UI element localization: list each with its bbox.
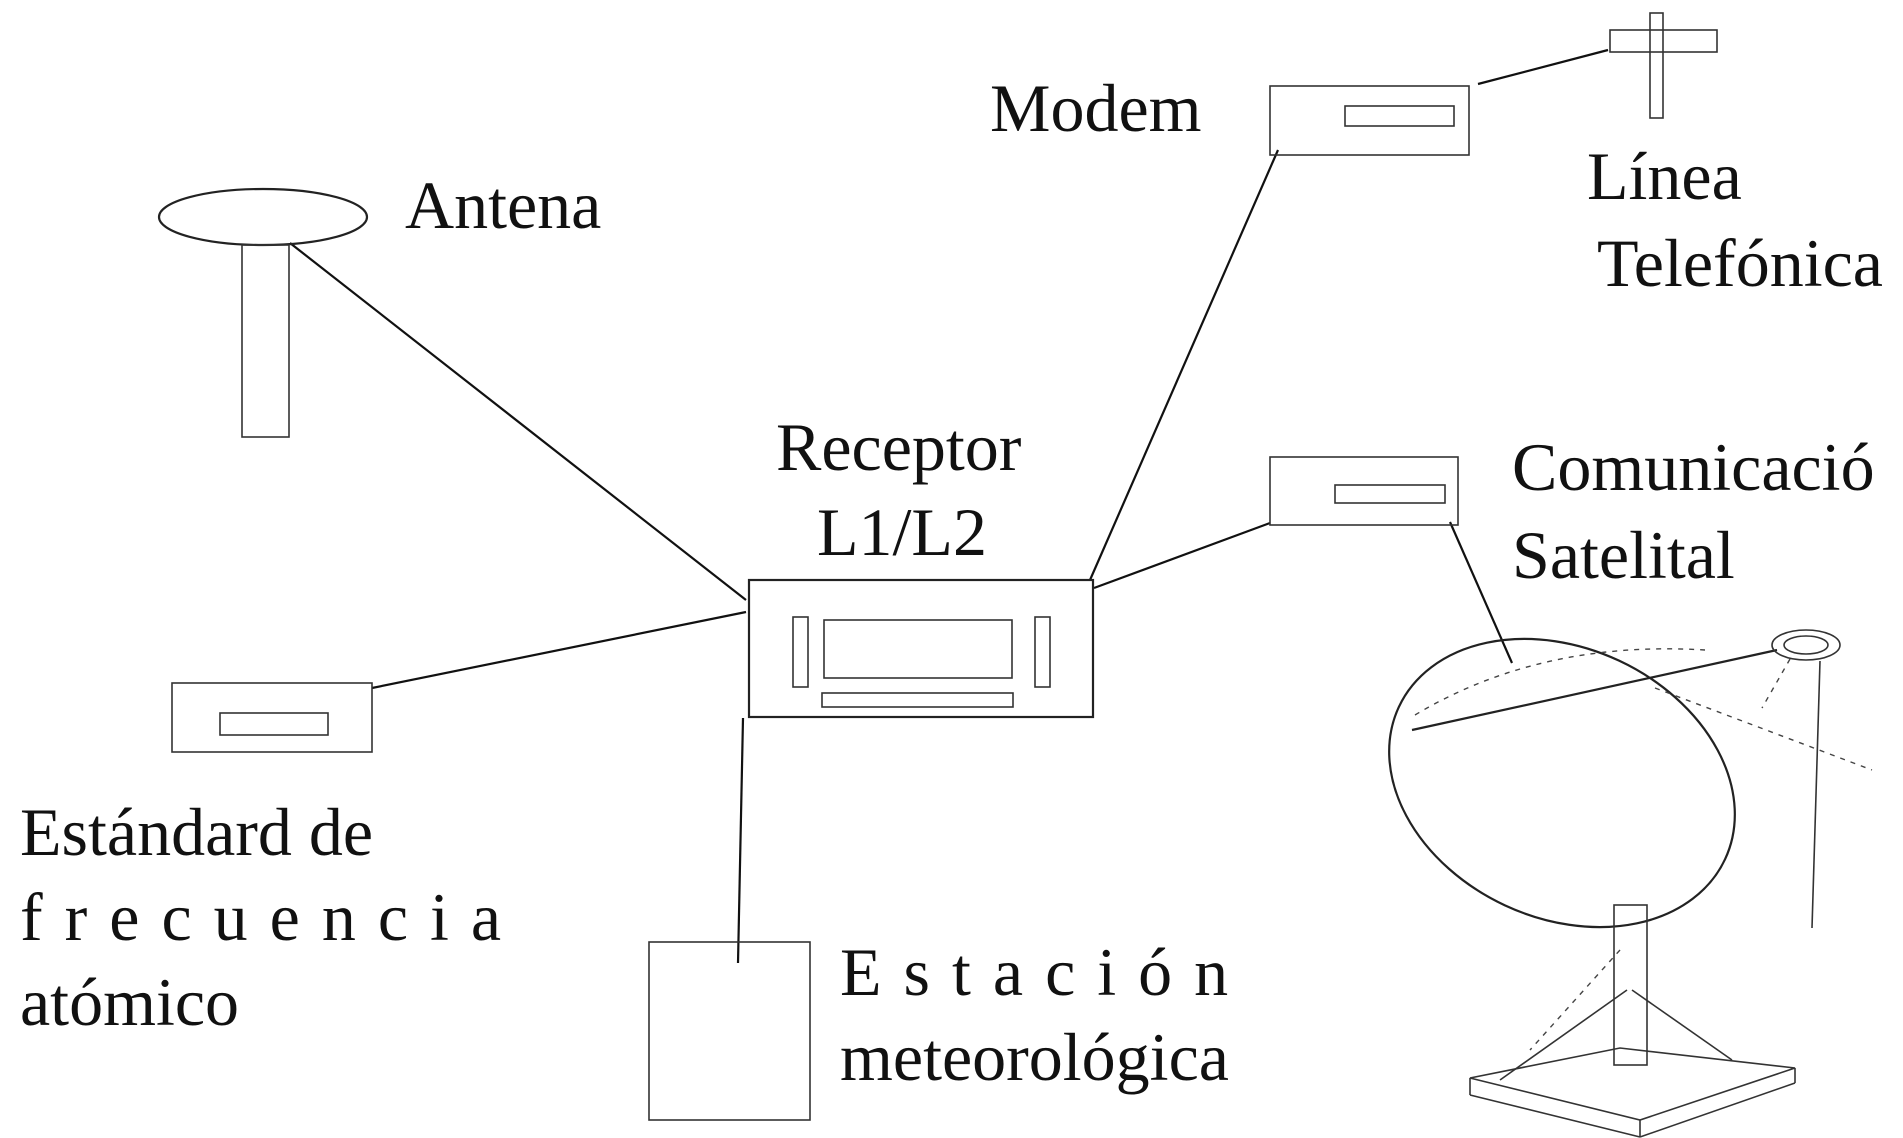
modem-icon [1269, 85, 1470, 156]
label-frecuencia: frecuencia [20, 879, 523, 955]
weather-station-icon [648, 941, 811, 1121]
wire-receiver-clock [371, 610, 747, 690]
wire-receiver-satcom [1093, 521, 1271, 590]
label-atomico: atómico [20, 964, 239, 1040]
connections [289, 48, 1609, 964]
wire-satcom-dish [1448, 521, 1514, 664]
receiver-icon [747, 578, 1095, 719]
label-satelital: Satelital [1512, 517, 1735, 593]
label-telefonica: Telefónica [1597, 225, 1883, 301]
satellite-modem-icon [1269, 456, 1459, 526]
telephone-pole-icon [1609, 12, 1718, 119]
label-linea: Línea [1587, 138, 1742, 214]
satellite-dish-icon [1388, 629, 1873, 1138]
antenna-icon [157, 187, 369, 438]
label-antena: Antena [405, 167, 601, 243]
wire-receiver-weather [736, 717, 745, 964]
label-l1-l2: L1/L2 [817, 494, 987, 570]
labels: Modem Línea Telefónica Antena Receptor L… [20, 70, 1883, 1095]
label-comunicacion: Comunicació [1512, 429, 1875, 505]
label-meteorologica: meteorológica [840, 1019, 1229, 1095]
wire-modem-phone [1477, 48, 1609, 86]
wire-antenna-receiver [289, 242, 747, 601]
wire-receiver-modem [1088, 149, 1280, 581]
label-estacion: Estación [840, 934, 1250, 1010]
label-estandar: Estándard de [20, 794, 373, 870]
label-receptor: Receptor [776, 409, 1022, 485]
label-modem: Modem [990, 70, 1202, 146]
atomic-clock-icon [171, 682, 373, 753]
